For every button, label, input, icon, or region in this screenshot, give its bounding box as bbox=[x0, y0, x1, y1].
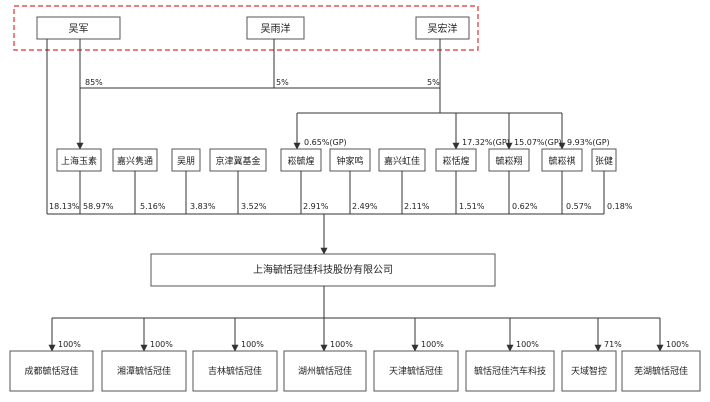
company-box bbox=[150, 253, 496, 287]
pct-wuhongyang-yusu: 5% bbox=[427, 78, 440, 87]
subsidiary-box-chengdu bbox=[9, 350, 94, 392]
subsidiary-box-tianyu bbox=[561, 350, 617, 392]
shareholder-name-jiaxing-hongjia: 嘉兴虹佳 bbox=[384, 155, 420, 167]
subsidiary-box-wuhu bbox=[621, 350, 701, 392]
shareholder-name-jiaxing-xuntong: 嘉兴隽通 bbox=[117, 155, 153, 167]
pct-wujun-direct: 18.13% bbox=[49, 202, 80, 211]
pct-songtianhuang: 1.51% bbox=[459, 202, 485, 211]
sub-pct-huzhou: 100% bbox=[330, 340, 353, 349]
subsidiary-box-jilin bbox=[192, 350, 278, 392]
gp-pct-yusongxiang: 15.07%(GP) bbox=[514, 138, 562, 147]
subsidiary-box-huzhou bbox=[283, 350, 367, 392]
gp-pct-yusongqi: 9.93%(GP) bbox=[567, 138, 610, 147]
pct-yusongqi: 0.57% bbox=[566, 202, 592, 211]
sub-pct-chengdu: 100% bbox=[58, 340, 81, 349]
sub-pct-tianjin: 100% bbox=[421, 340, 444, 349]
subsidiary-box-tianjin bbox=[373, 350, 459, 392]
controller-name-wuhongyang: 吴宏洋 bbox=[428, 22, 458, 35]
controller-box-wuyuyang bbox=[246, 16, 305, 40]
controller-box-wuhongyang bbox=[415, 16, 470, 40]
shareholder-name-songshuhuang: 崧毓煌 bbox=[287, 155, 314, 167]
sub-pct-xiangtan: 100% bbox=[150, 340, 173, 349]
pct-jingjinji: 3.52% bbox=[241, 202, 267, 211]
sub-pct-jilin: 100% bbox=[241, 340, 264, 349]
shareholder-name-shanghai-yusu: 上海玉素 bbox=[61, 155, 97, 167]
sub-pct-tianyu: 71% bbox=[604, 340, 622, 349]
shareholder-name-zhangjian: 张健 bbox=[595, 155, 613, 167]
subsidiary-name-xiangtan: 湘潭毓恬冠佳 bbox=[117, 365, 171, 377]
shareholder-name-zhongjiaming: 钟家鸣 bbox=[336, 155, 363, 167]
subsidiary-box-auto-tech bbox=[465, 350, 555, 392]
pct-zhongjiaming: 2.49% bbox=[352, 202, 378, 211]
controller-group-frame bbox=[13, 5, 479, 51]
shareholder-name-jingjinji: 京津冀基金 bbox=[215, 155, 260, 167]
pct-wupeng: 3.83% bbox=[190, 202, 216, 211]
controller-name-wujun: 吴军 bbox=[69, 23, 89, 35]
pct-jiaxing-hongjia: 2.11% bbox=[404, 202, 430, 211]
shareholder-box-shanghai-yusu bbox=[56, 148, 102, 172]
shareholder-name-yusongxiang: 毓崧翔 bbox=[495, 155, 522, 167]
subsidiary-name-tianyu: 天域智控 bbox=[571, 365, 607, 377]
subsidiary-box-xiangtan bbox=[101, 350, 187, 392]
pct-jiaxing-xuntong: 5.16% bbox=[140, 202, 166, 211]
subsidiary-name-tianjin: 天津毓恬冠佳 bbox=[389, 365, 443, 377]
controller-box-wujun bbox=[36, 16, 121, 40]
gp-pct-songtianhuang: 17.32%(GP) bbox=[462, 138, 510, 147]
subsidiary-name-huzhou: 湖州毓恬冠佳 bbox=[298, 365, 352, 377]
pct-songshuhuang: 2.91% bbox=[303, 202, 329, 211]
pct-zhangjian: 0.18% bbox=[607, 202, 633, 211]
company-name: 上海毓恬冠佳科技股份有限公司 bbox=[253, 263, 393, 276]
pct-wuyuyang-yusu: 5% bbox=[276, 78, 289, 87]
controller-name-wuyuyang: 吴雨洋 bbox=[261, 22, 291, 35]
sub-pct-auto-tech: 100% bbox=[516, 340, 539, 349]
pct-wujun-yusu: 85% bbox=[85, 78, 103, 87]
gp-pct-songshuhuang: 0.65%(GP) bbox=[304, 138, 347, 147]
subsidiary-name-wuhu: 芜湖毓恬冠佳 bbox=[634, 365, 688, 377]
shareholder-name-yusongqi: 毓崧祺 bbox=[548, 155, 575, 167]
subsidiary-name-chengdu: 成都毓恬冠佳 bbox=[24, 365, 78, 377]
subsidiary-name-auto-tech: 毓恬冠佳汽车科技 bbox=[474, 365, 546, 377]
pct-shanghai-yusu: 58.97% bbox=[83, 202, 114, 211]
sub-pct-wuhu: 100% bbox=[666, 340, 689, 349]
shareholder-name-wupeng: 吴朋 bbox=[177, 156, 195, 167]
pct-yusongxiang: 0.62% bbox=[512, 202, 538, 211]
shareholder-name-songtianhuang: 崧恬煌 bbox=[442, 155, 469, 167]
subsidiary-name-jilin: 吉林毓恬冠佳 bbox=[208, 365, 262, 377]
